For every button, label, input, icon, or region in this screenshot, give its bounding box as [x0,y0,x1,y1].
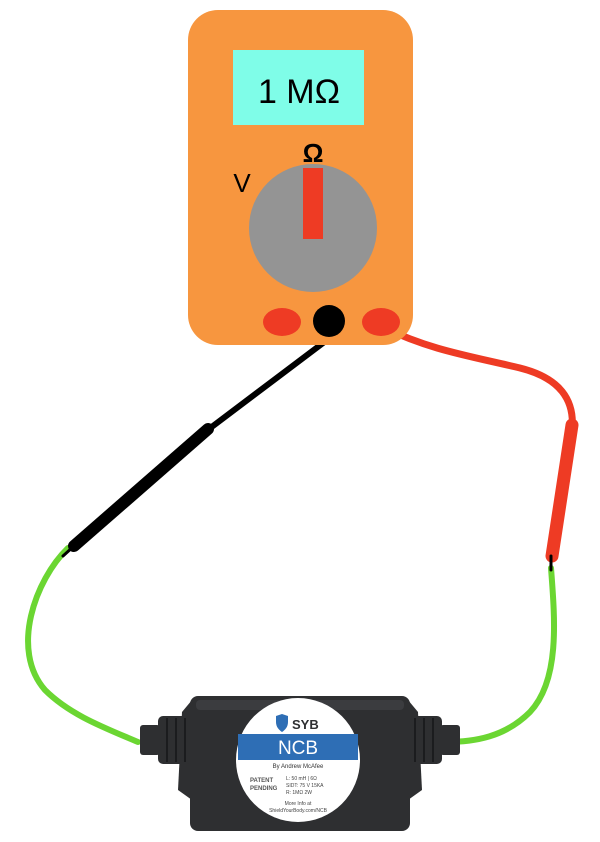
ncb-device: SYB NCB By Andrew McAfee PATENT PENDING … [140,696,460,831]
spec-line-3: R: 1MΩ 2W [286,790,312,796]
device-label-content: SYB NCB By Andrew McAfee PATENT PENDING … [238,714,358,814]
cable-gland-left [140,716,192,764]
device-brand: SYB [292,717,319,732]
device-byline: By Andrew McAfee [273,764,324,770]
device-label-band [238,734,358,760]
spec-line-2: SIDT: 75 V 15KA [286,783,324,789]
shield-icon [276,714,288,732]
com-port-left[interactable] [263,308,301,336]
spec-line-1: L: 50 mH | 6Ω [286,776,317,782]
input-port-red[interactable] [362,308,400,336]
green-wire-right [442,565,558,745]
device-url[interactable]: ShieldYourBody.com/NCB [269,808,327,814]
multimeter: 1 MΩ Ω V [188,10,413,345]
black-lead-wire [202,337,330,435]
more-info-label: More Info at [285,801,312,807]
meter-display-value: 1 MΩ [258,73,340,111]
dial-pointer [303,168,323,239]
red-probe-body [545,418,579,563]
com-port-black[interactable] [313,305,345,337]
black-probe-tip [61,544,76,558]
black-probe-body [68,423,214,552]
green-wire-left [25,545,141,745]
dial-label-voltage: V [233,168,251,198]
dial-label-ohm: Ω [303,138,324,168]
cable-gland-right [408,716,460,764]
patent-line-1: PATENT [250,778,273,784]
meter-screen [233,50,364,125]
patent-line-2: PENDING [250,786,278,792]
red-lead-wire [381,324,576,434]
device-name: NCB [278,738,318,759]
